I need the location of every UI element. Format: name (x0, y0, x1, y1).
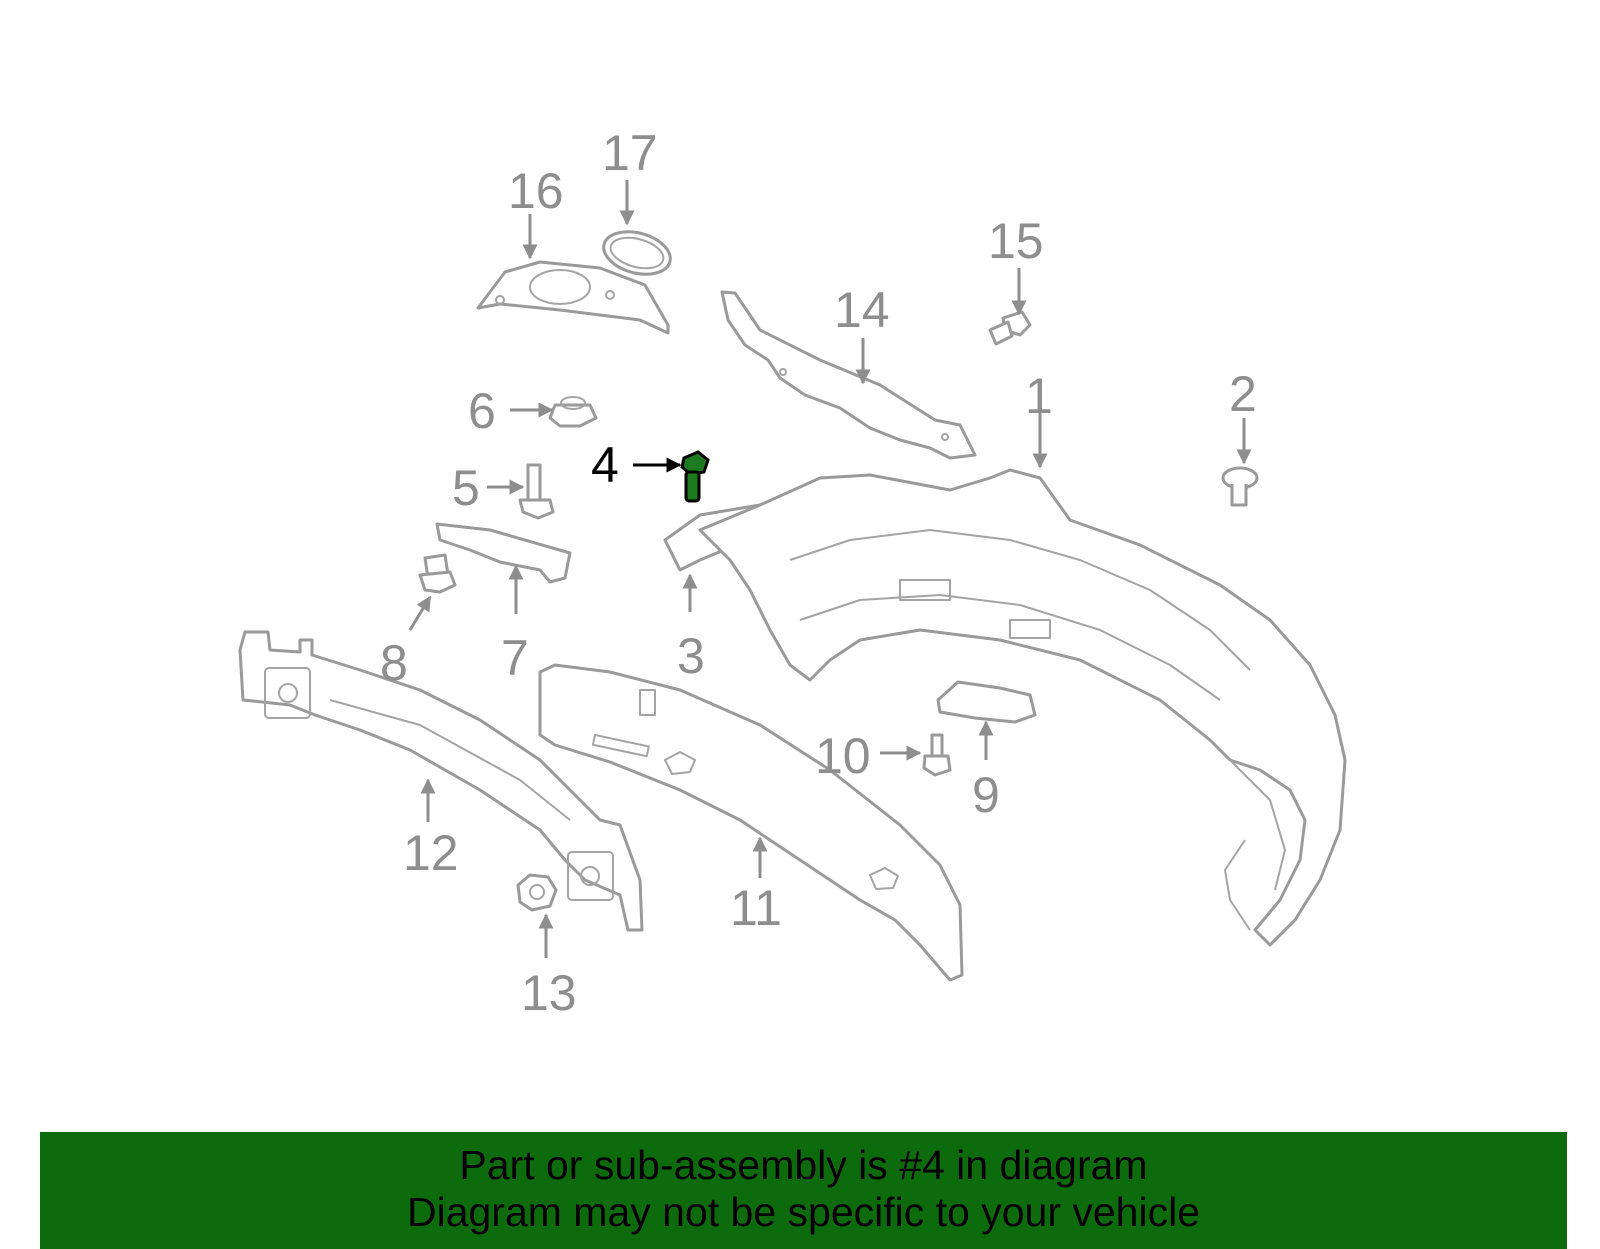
part-17-ring (602, 230, 672, 276)
part-15-bolt (988, 310, 1032, 346)
part-4-bolt-highlighted[interactable] (680, 450, 710, 503)
callout-6: 6 (468, 383, 496, 439)
callout-4[interactable]: 4 (591, 437, 619, 493)
part-9-bracket (936, 680, 1037, 724)
callout-9: 9 (972, 767, 1000, 823)
callout-1: 1 (1025, 368, 1053, 424)
part-6-nut (548, 396, 598, 428)
callout-11: 11 (730, 880, 782, 936)
callout-12: 12 (403, 825, 459, 881)
part-14-bracket (720, 290, 977, 460)
part-8-stud (418, 553, 457, 594)
callout-17: 17 (602, 125, 658, 181)
callout-13: 13 (521, 965, 577, 1021)
part-13-nut (516, 873, 558, 912)
part-16-bezel (476, 260, 670, 335)
callout-8: 8 (380, 635, 408, 691)
part-7-bracket (435, 522, 572, 584)
callout-5: 5 (452, 460, 480, 516)
callout-2: 2 (1229, 366, 1257, 422)
footer-banner: Part or sub-assembly is #4 in diagram Di… (40, 1132, 1567, 1249)
part-12-reinforcement (238, 630, 644, 932)
footer-line-disclaimer: Diagram may not be specific to your vehi… (406, 1189, 1200, 1235)
callout-7: 7 (501, 630, 529, 686)
part-2-push-pin (1221, 466, 1259, 507)
part-10-bolt (922, 733, 952, 777)
callout-14: 14 (834, 282, 890, 338)
callout-10: 10 (815, 728, 871, 784)
leader-lines (408, 180, 1252, 958)
callout-16: 16 (508, 163, 564, 219)
callout-3: 3 (677, 628, 705, 684)
footer-line-part-info: Part or sub-assembly is #4 in diagram (459, 1142, 1148, 1188)
part-5-bolt (518, 463, 555, 520)
callout-15: 15 (988, 213, 1044, 269)
part-11-absorber (538, 663, 964, 982)
part-1-bumper-cover (698, 468, 1347, 947)
